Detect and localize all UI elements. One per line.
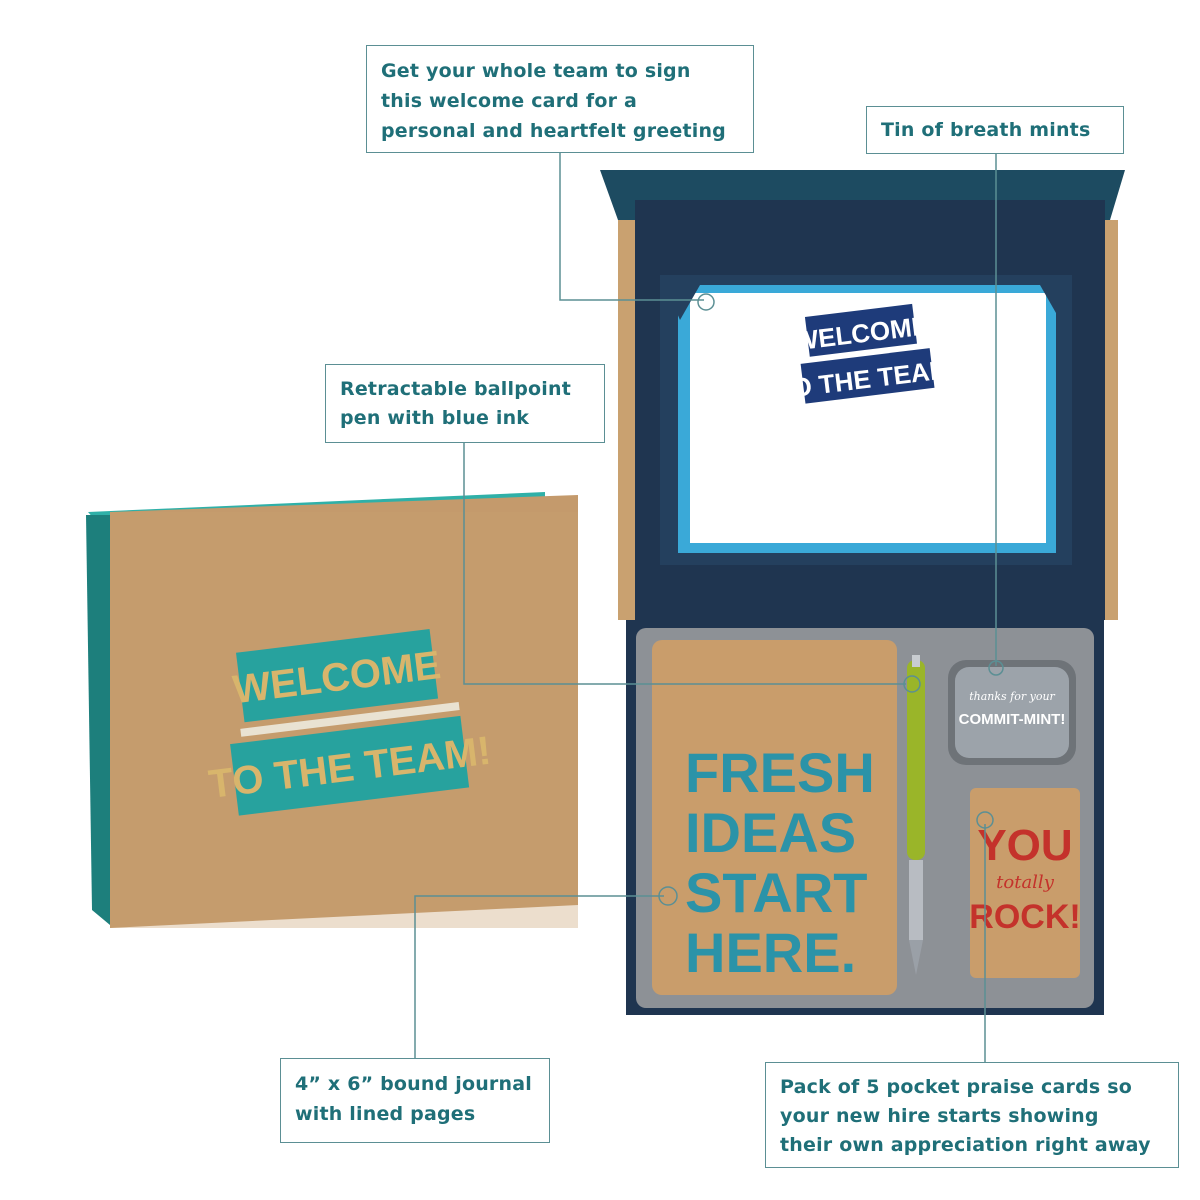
leader-lines [414, 152, 1004, 1062]
praise-card [970, 788, 1080, 978]
mint-tin-big-text: COMMIT-MINT! [959, 711, 1066, 728]
gift-box-open: WELCOME TO THE TEAM! FRESH IDEAS START H… [600, 170, 1125, 1015]
journal-line-4: HERE. [685, 921, 856, 984]
pen [907, 655, 925, 975]
callout-mints: Tin of breath mints [866, 106, 1124, 154]
journal-line-3: START [685, 861, 868, 924]
journal [652, 640, 897, 995]
callout-praise-cards: Pack of 5 pocket praise cards so your ne… [765, 1062, 1179, 1168]
praise-line-3: ROCK! [969, 898, 1080, 936]
praise-line-2: totally [996, 872, 1055, 893]
lid-banner-bottom [230, 715, 470, 816]
praise-line-1: YOU [977, 821, 1072, 870]
journal-line-2: IDEAS [685, 801, 856, 864]
gift-box-lid: WELCOME TO THE TEAM! [86, 492, 578, 928]
callout-welcome-card: Get your whole team to sign this welcome… [366, 45, 754, 153]
callout-pen: Retractable ballpoint pen with blue ink [325, 364, 605, 443]
mint-tin-small-text: thanks for your [969, 690, 1055, 703]
callout-journal: 4” x 6” bound journal with lined pages [280, 1058, 550, 1143]
journal-line-1: FRESH [685, 741, 875, 804]
lid-banner-top [235, 629, 439, 723]
